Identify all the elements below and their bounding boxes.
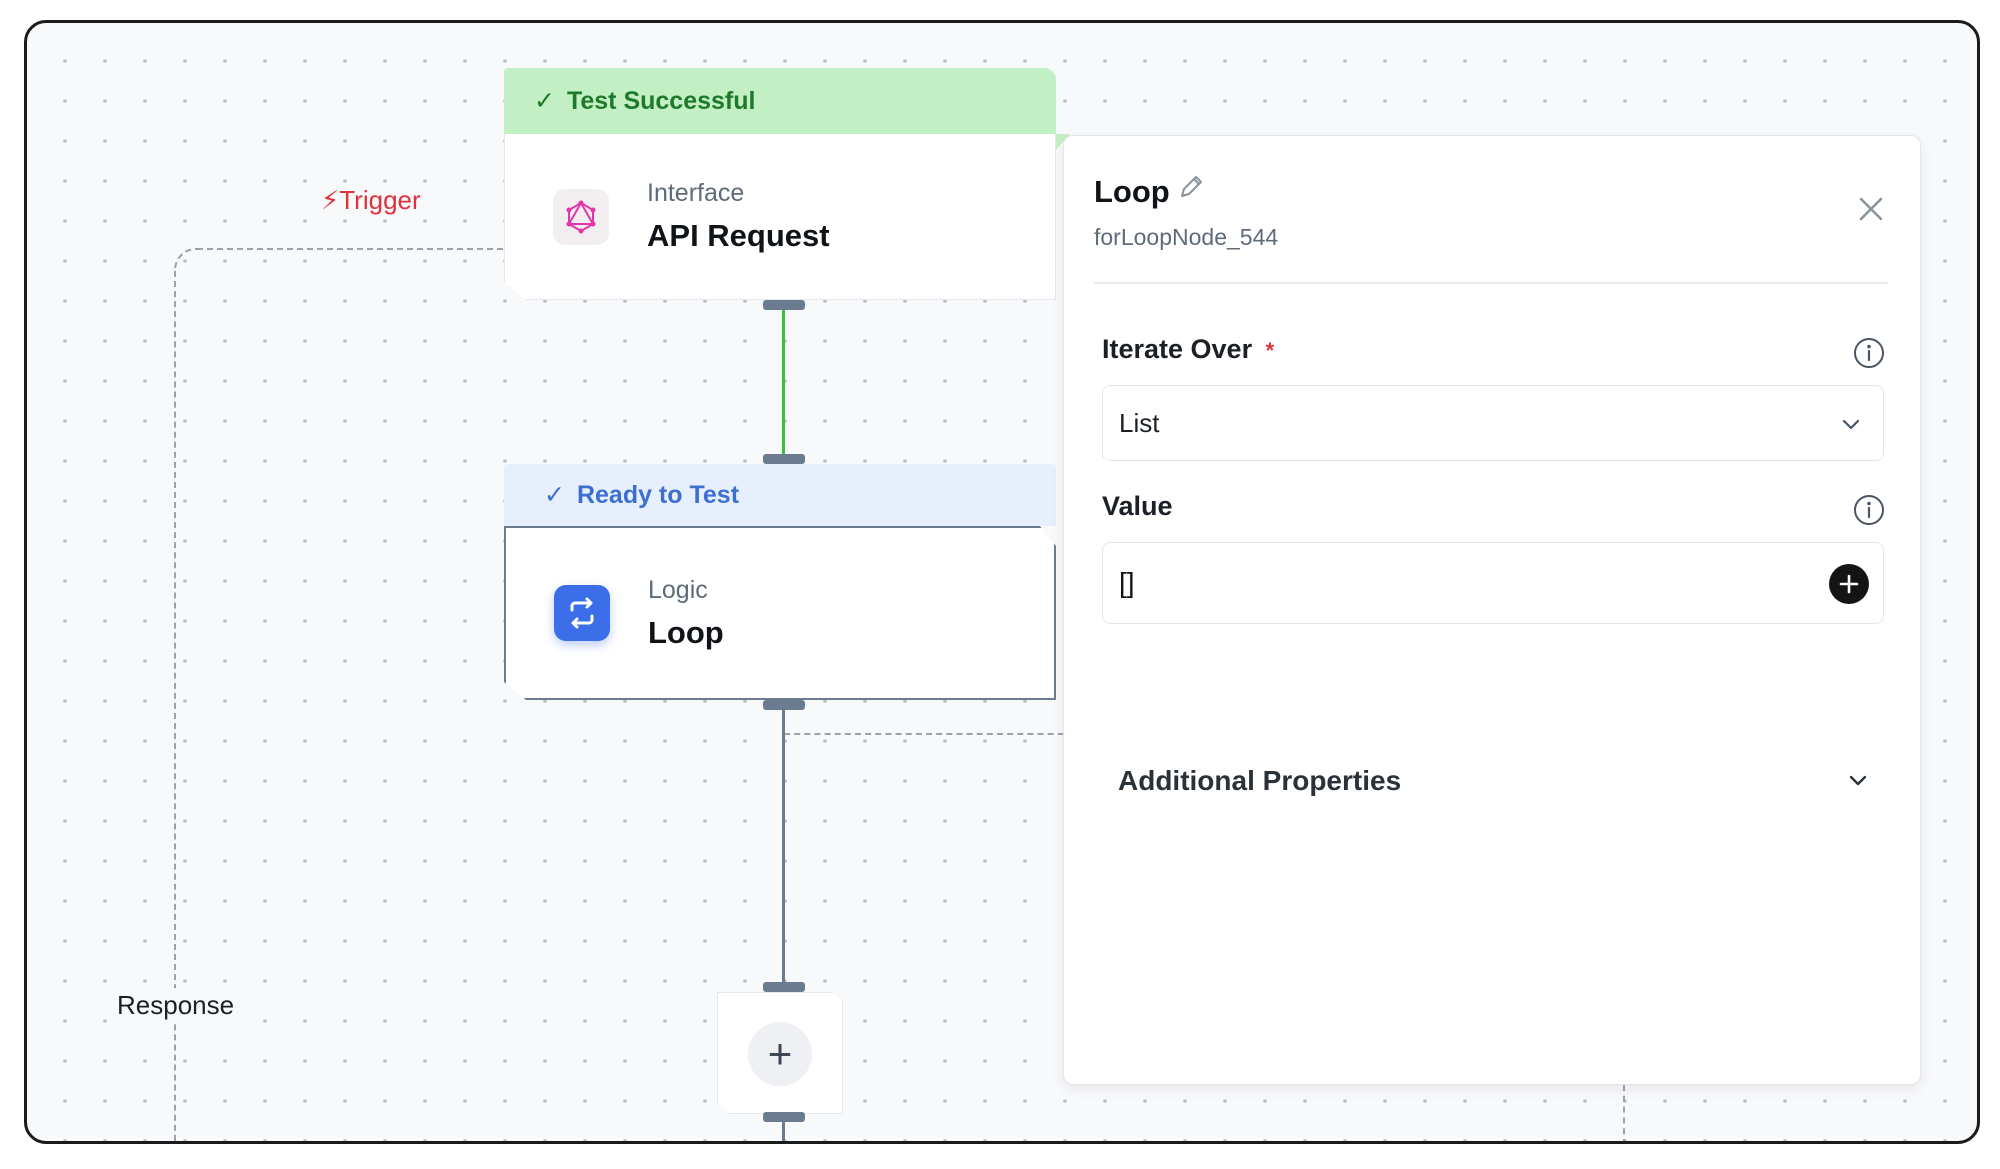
tail-connector: [782, 1122, 785, 1141]
info-icon[interactable]: [1852, 336, 1886, 375]
input-handle[interactable]: [763, 982, 805, 992]
node-status-ready: ✓ Ready to Test: [504, 464, 1056, 526]
graphql-icon: [553, 189, 609, 245]
chevron-down-icon: [1837, 410, 1865, 443]
node-card-loop[interactable]: Logic Loop: [504, 526, 1056, 700]
success-connector: [782, 310, 785, 464]
node-title: Loop: [648, 614, 724, 650]
input-handle[interactable]: [763, 454, 805, 464]
value-input[interactable]: []: [1102, 542, 1884, 624]
plus-icon: +: [767, 1030, 793, 1077]
add-step-button[interactable]: +: [748, 1022, 812, 1086]
trigger-label: ⚡Trigger: [321, 185, 421, 215]
required-mark: *: [1265, 338, 1275, 363]
node-card-api-request[interactable]: Interface API Request: [504, 134, 1056, 300]
additional-properties-label: Additional Properties: [1118, 765, 1402, 796]
next-connector: [782, 710, 785, 1002]
check-icon: ✓: [544, 481, 565, 509]
node-title: API Request: [647, 218, 830, 253]
response-label: Response: [117, 988, 235, 1023]
node-category: Interface: [647, 179, 745, 207]
iterate-over-label: Iterate Over: [1102, 334, 1253, 364]
iterate-over-select[interactable]: List: [1102, 385, 1884, 461]
plus-icon: [1839, 574, 1859, 594]
close-icon[interactable]: [1854, 192, 1888, 231]
add-variable-button[interactable]: [1829, 564, 1869, 604]
node-status-text: Test Successful: [566, 86, 756, 115]
output-handle[interactable]: [763, 1112, 805, 1122]
node-status-success: ✓ Test Successful: [504, 68, 1056, 134]
additional-properties-toggle[interactable]: Additional Properties: [1118, 756, 1868, 806]
panel-divider: [1094, 282, 1888, 284]
iterate-over-value: List: [1119, 407, 1160, 438]
panel-title: Loop: [1094, 174, 1170, 209]
node-config-panel: Loop forLoopNode_544 Iterate Over * List…: [1063, 135, 1921, 1085]
response-connector: [174, 271, 176, 1141]
node-status-text: Ready to Test: [576, 480, 740, 509]
workflow-canvas[interactable]: ⚡Trigger Response ✓ Test Successful Inte…: [24, 20, 1980, 1144]
chevron-down-icon: [1844, 766, 1872, 799]
value-text: []: [1119, 567, 1135, 598]
trigger-connector-corner: [174, 248, 200, 274]
trigger-connector: [197, 248, 523, 250]
edit-name-icon[interactable]: [1176, 172, 1206, 207]
loop-body-connector: [784, 733, 1074, 735]
info-icon[interactable]: [1852, 493, 1886, 532]
node-category: Logic: [648, 575, 708, 604]
loop-connector-stub: [1623, 1085, 1625, 1141]
value-label: Value: [1102, 491, 1173, 521]
loop-icon: [554, 585, 610, 641]
check-icon: ✓: [534, 87, 555, 115]
output-handle[interactable]: [763, 700, 805, 710]
node-id: forLoopNode_544: [1094, 224, 1279, 250]
output-handle[interactable]: [763, 300, 805, 310]
